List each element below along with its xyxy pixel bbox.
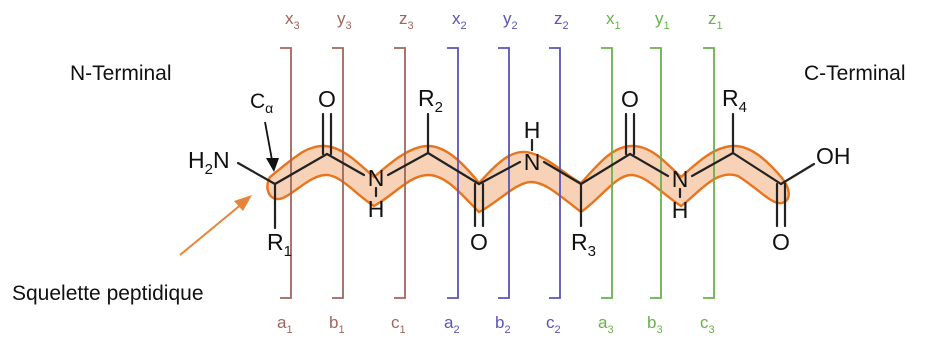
- fragment-bottom-c1: c1: [391, 313, 406, 336]
- atom-oh: OH: [816, 143, 851, 169]
- bond-n-calpha3: [542, 160, 583, 186]
- bond-n-calpha4: [690, 151, 735, 178]
- bracket-y2-b2: [498, 47, 510, 299]
- atom-r2: R2: [418, 85, 443, 116]
- fragment-bottom-b3: b3: [647, 313, 663, 336]
- bond-c3-n: [628, 152, 670, 178]
- alpha-carbon-annotation: Cα: [250, 90, 279, 172]
- bond-c4-oh: [779, 162, 816, 186]
- fragment-brackets: [280, 47, 715, 299]
- atom-o-2: O: [470, 229, 488, 255]
- bracket-z1-c3: [703, 47, 715, 299]
- atom-h2n: H2N: [188, 147, 230, 178]
- bond-n-calpha1: [236, 161, 277, 186]
- bracket-z3-c1: [394, 47, 406, 299]
- atom-n-3: N: [672, 166, 689, 192]
- c-terminal-label: C-Terminal: [804, 62, 906, 85]
- bracket-x1-a3: [601, 47, 613, 299]
- bond-n-calpha2: [386, 151, 430, 177]
- atom-o-4: O: [772, 229, 790, 255]
- bond-calpha1-c1: [273, 152, 329, 186]
- fragment-bottom-b1: b1: [329, 313, 345, 336]
- fragment-bottom-c3: c3: [700, 313, 715, 336]
- atom-h-3: H: [672, 197, 689, 223]
- atom-h-1: H: [368, 196, 385, 222]
- fragment-top-z1: z1: [708, 9, 723, 32]
- fragment-bottom-b2: b2: [495, 313, 511, 336]
- n-terminal-label: N-Terminal: [70, 62, 172, 85]
- molecule-bonds: [236, 112, 816, 230]
- fragment-bottom-a1: a1: [277, 313, 293, 336]
- fragment-bottom-a2: a2: [444, 313, 460, 336]
- fragment-top-x3: x3: [285, 9, 300, 32]
- backbone-label: Squelette peptidique: [12, 282, 204, 305]
- alpha-carbon-arrow-line: [264, 121, 273, 161]
- bond-calpha3-c3: [579, 152, 632, 186]
- atom-labels: H2N O O O O OH N H H N N H R1 R2 R3 R4: [188, 85, 851, 260]
- fragment-bottom-c2: c2: [546, 313, 561, 336]
- atom-o-3: O: [621, 86, 639, 112]
- backbone-arrow-line: [179, 202, 244, 256]
- fragment-top-y3: y3: [337, 9, 352, 32]
- alpha-carbon-arrow-head: [266, 158, 279, 172]
- fragment-top-y1: y1: [655, 9, 670, 32]
- fragment-top-x1: x1: [606, 9, 621, 32]
- bracket-z2-c2: [549, 47, 561, 299]
- fragment-labels: x3 y3 z3 x2 y2 z2 x1 y1 z1 a1 b1 c1 a2 b2 c2 a3 b3 c3: [277, 9, 723, 336]
- bond-c2-n: [477, 160, 522, 186]
- atom-r4: R4: [722, 85, 747, 116]
- bond-calpha2-c2: [426, 151, 481, 186]
- atom-h-2: H: [524, 117, 541, 143]
- atom-r3: R3: [571, 229, 596, 260]
- fragment-top-y2: y2: [503, 9, 518, 32]
- backbone-pointer: Squelette peptidique: [12, 195, 252, 305]
- atom-r1: R1: [267, 229, 292, 260]
- fragment-top-z3: z3: [399, 9, 414, 32]
- bracket-x3-a1: [280, 47, 292, 299]
- fragment-top-z2: z2: [554, 9, 569, 32]
- alpha-carbon-label: Cα: [250, 90, 273, 116]
- atom-n-2: N: [524, 149, 541, 175]
- atom-o-1: O: [318, 86, 336, 112]
- fragment-bottom-a3: a3: [598, 313, 614, 336]
- bond-calpha4-c4: [731, 151, 783, 186]
- atom-n-1: N: [368, 165, 385, 191]
- bracket-y3-b1: [332, 47, 344, 299]
- bond-c1-n: [325, 152, 366, 177]
- fragment-top-x2: x2: [452, 9, 467, 32]
- bracket-x2-a2: [447, 47, 459, 299]
- backbone-arrow-head: [234, 195, 252, 211]
